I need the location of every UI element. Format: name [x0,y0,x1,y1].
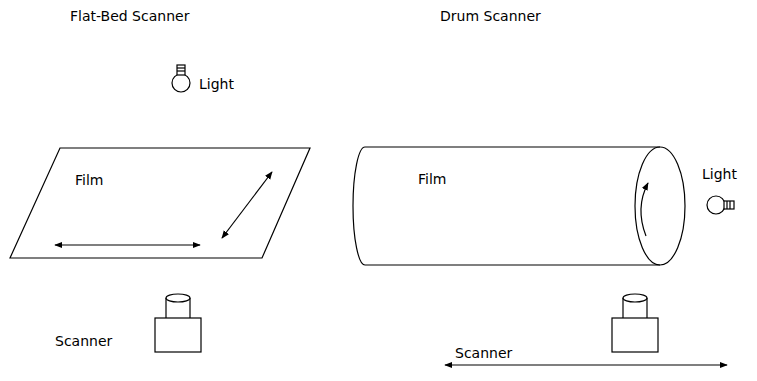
scanner-head [155,294,201,352]
rotation-arrow [641,183,648,236]
part-label: Scanner [55,334,112,348]
film-label: Film [75,173,103,187]
film-drum: Film [350,146,690,266]
light-bulb [172,65,190,92]
scanner-head [612,294,658,352]
film-sheet: Film [10,148,312,260]
part-label: Scanner [455,346,512,360]
part-label: Light [702,167,737,181]
panel-title: Drum Scanner [440,9,541,23]
light-bulb [707,196,734,214]
film-drum-outline [350,146,690,266]
panel-title: Flat-Bed Scanner [70,9,189,23]
film-sheet-outline [10,148,312,260]
part-label: Light [199,77,234,91]
motion-arrow [445,364,727,365]
motion-arrow [55,244,200,245]
film-label: Film [418,172,446,186]
motion-arrow [222,172,272,238]
